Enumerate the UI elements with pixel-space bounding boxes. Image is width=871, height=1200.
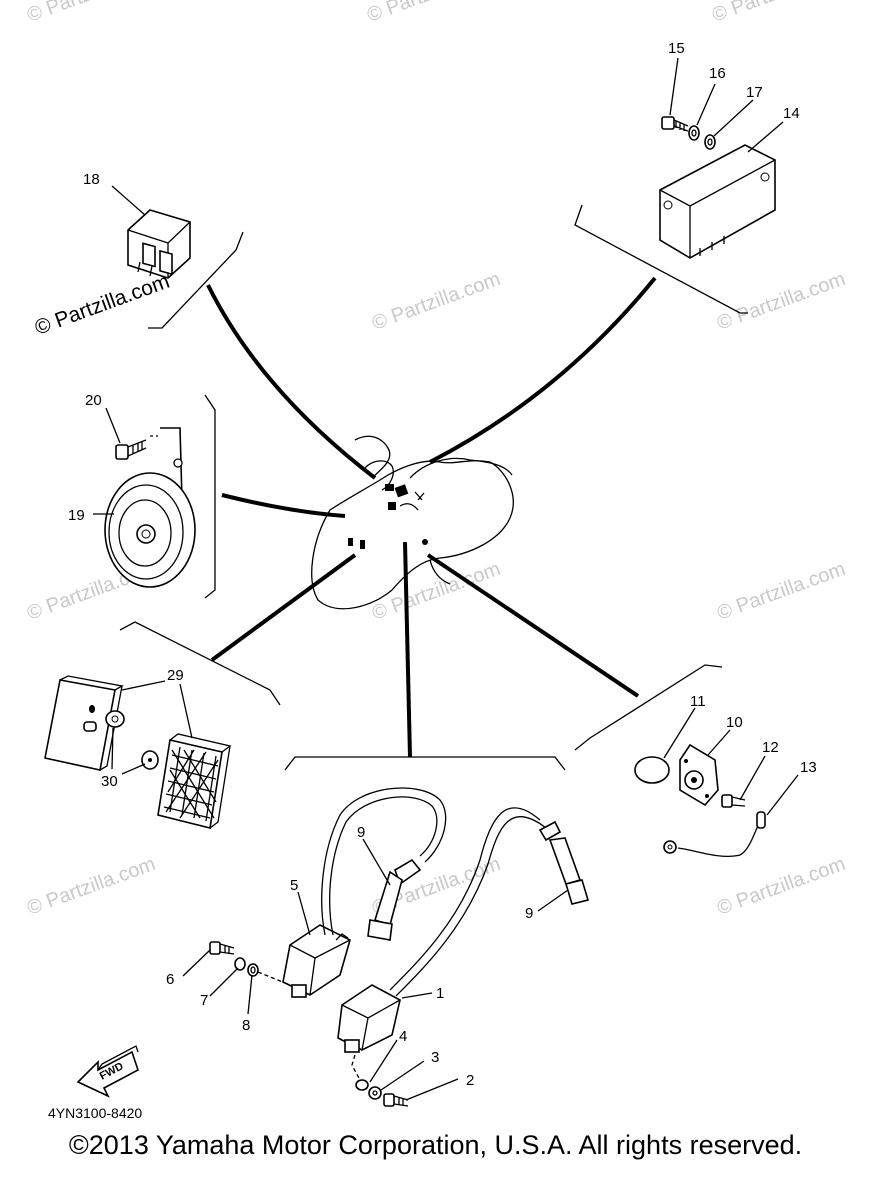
callout-4: 4	[399, 1028, 407, 1045]
reflector-right-icon	[157, 733, 232, 829]
cdi-unit-icon	[659, 144, 776, 259]
callout-12: 12	[762, 739, 779, 756]
reflector-grid-icon	[163, 746, 219, 822]
callout-9-right: 9	[525, 905, 533, 922]
watermark-4: © Partzilla.com	[369, 268, 503, 335]
callout-16: 16	[709, 65, 726, 82]
callout-15: 15	[668, 40, 685, 57]
screw-12-icon	[721, 794, 746, 808]
o-ring-11-icon	[634, 756, 670, 784]
watermark-2: © Partzilla.com	[364, 0, 498, 27]
ignition-coil-5-icon	[282, 924, 351, 998]
leader-lines	[206, 276, 657, 758]
washer-17-icon	[704, 134, 716, 150]
callout-6: 6	[166, 971, 174, 988]
horn-icon	[104, 427, 196, 588]
callout-10: 10	[726, 714, 743, 731]
callout-numbers: 15 16 17 14 18 20 19 29 30 11 10 12 13 9…	[68, 40, 817, 1089]
nut-30-icon	[105, 710, 125, 728]
callout-19: 19	[68, 507, 85, 524]
callout-29: 29	[167, 667, 184, 684]
callout-2: 2	[466, 1072, 474, 1089]
washer-4-icon	[355, 1079, 369, 1091]
watermark-9: © Partzilla.com	[24, 853, 158, 920]
washer-8-icon	[247, 963, 259, 977]
washer-16-icon	[688, 125, 700, 141]
callout-8: 8	[242, 1017, 250, 1034]
relay-icon	[127, 209, 191, 279]
callout-17: 17	[746, 84, 763, 101]
callout-30: 30	[101, 773, 118, 790]
neutral-switch-10-icon	[679, 743, 719, 807]
watermark-dark: © Partzilla.com	[32, 270, 173, 340]
bolt-2-icon	[383, 1093, 409, 1107]
washer-3-icon	[368, 1086, 382, 1100]
assembly-dash-right	[351, 1054, 361, 1081]
callout-13: 13	[800, 759, 817, 776]
callout-7: 7	[200, 992, 208, 1009]
watermark-8: © Partzilla.com	[714, 558, 848, 625]
callout-1: 1	[436, 985, 444, 1002]
ignition-coil-1-icon	[337, 984, 401, 1053]
plug-cap-9-right-icon	[538, 820, 590, 905]
watermark-1: © Partzilla.com	[24, 0, 158, 27]
callout-5: 5	[290, 877, 298, 894]
reflector-left-icon	[44, 675, 124, 771]
watermark-3: © Partzilla.com	[709, 0, 843, 27]
forward-arrow-icon: FWD	[76, 1045, 139, 1098]
callout-14: 14	[783, 105, 800, 122]
bolt-15-icon	[661, 116, 689, 132]
assembly-dash-left	[257, 971, 291, 986]
bolt-6-icon	[209, 941, 235, 955]
motorcycle-outline-icon	[311, 435, 514, 610]
group-brackets	[119, 204, 748, 771]
diagram-code: 4YN3100-8420	[48, 1105, 142, 1121]
callout-leaders	[93, 57, 799, 1101]
washer-7-icon	[234, 957, 246, 971]
callout-11: 11	[690, 693, 706, 710]
watermark-5: © Partzilla.com	[714, 268, 848, 335]
copyright-notice: ©2013 Yamaha Motor Corporation, U.S.A. A…	[68, 1130, 803, 1160]
callout-18: 18	[83, 171, 100, 188]
high-tension-cord-icon	[321, 787, 547, 997]
bolt-20-icon	[115, 435, 158, 460]
callout-3: 3	[431, 1049, 439, 1066]
callout-9-left: 9	[357, 824, 365, 841]
callout-20: 20	[85, 392, 102, 409]
watermark-11: © Partzilla.com	[714, 853, 848, 920]
plug-cap-9-left-icon	[367, 858, 422, 941]
lead-wire-13-icon	[663, 811, 766, 858]
washer-30-icon	[141, 750, 159, 770]
